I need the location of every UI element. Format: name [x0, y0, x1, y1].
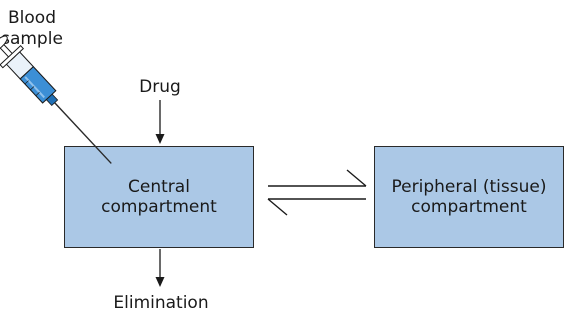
drug-label: Drug: [139, 77, 181, 97]
peripheral-compartment-box: Peripheral (tissue) compartment: [374, 146, 564, 248]
equilibrium-arrows: [267, 169, 367, 216]
central-compartment-label: Central compartment: [101, 177, 217, 217]
drug-input-arrow: [155, 100, 165, 144]
peripheral-compartment-label: Peripheral (tissue) compartment: [391, 177, 547, 217]
elimination-arrow: [155, 249, 165, 287]
elimination-label: Elimination: [113, 293, 209, 313]
blood-sample-label: Blood sample: [1, 8, 63, 49]
central-compartment-box: Central compartment: [64, 146, 254, 248]
